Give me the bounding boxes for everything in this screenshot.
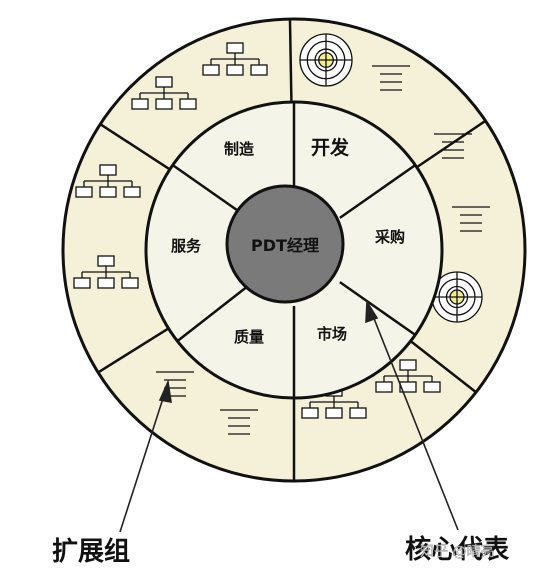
org-chart-icon [202,42,268,76]
core-ring-separators [172,102,416,398]
document-lines-icon [372,65,410,91]
core-label-make: 制造 [224,140,254,158]
callout-extended: 扩展组 [52,536,130,567]
document-lines-icon [220,409,258,435]
core-label-dev: 开发 [311,136,350,159]
org-chart-icon [75,164,141,198]
core-label-service: 服务 [171,237,202,255]
core-label-quality: 质量 [234,328,264,346]
callout-core: 核心代表 [405,534,510,565]
document-lines-icon [434,133,472,159]
core-label-market: 市场 [317,325,347,343]
core-label-purchase: 采购 [374,228,405,246]
target-icon [299,33,353,87]
arrow-extended [119,379,172,533]
org-chart-icon [375,359,441,393]
center-hub [225,184,345,304]
watermark: 知乎 @晴亮 [420,543,494,560]
arrow-core [365,299,459,531]
document-lines-icon [452,206,490,232]
outer-ring-separators [97,19,487,481]
center-label: PDT经理 [251,236,319,255]
org-chart-icon [131,76,197,110]
org-chart-icon [73,255,139,289]
outer-ring-icons [73,33,490,435]
